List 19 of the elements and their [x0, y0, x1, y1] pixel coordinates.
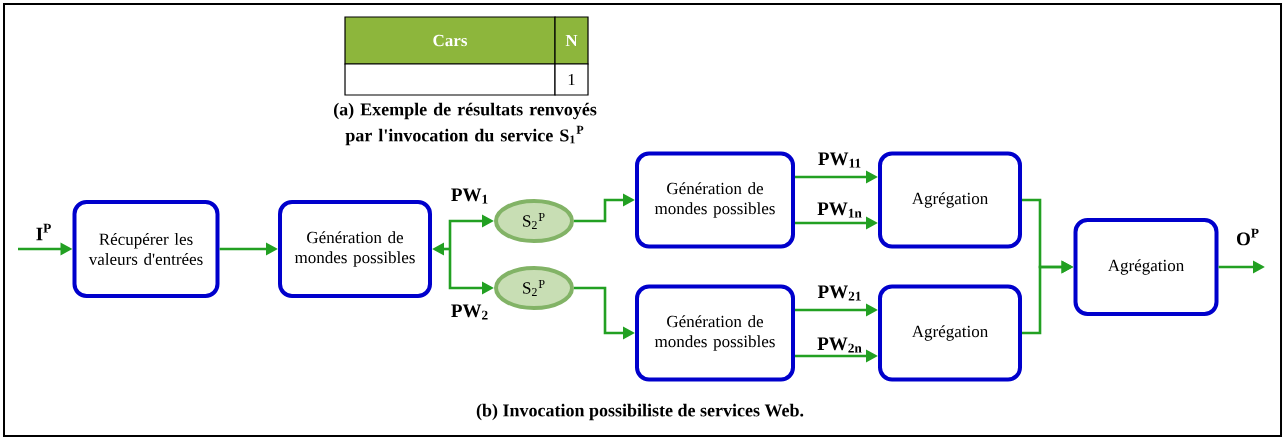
edge-label: PW$_{2}$ [451, 304, 488, 320]
process-box: Agrégation [878, 284, 1022, 382]
figure-caption: (b) Invocation possibiliste de services Web. [476, 403, 804, 421]
table-cell: 1 [554, 63, 589, 96]
subfigure-caption: (a) Exemple de résultats renvoyés par l'invocation du service S$_{1}$P [334, 102, 597, 146]
process-box: Agrégation [878, 151, 1022, 249]
edge-label: PW$_{21}$ [817, 285, 861, 301]
edge-label: I$^{P}$ [36, 223, 51, 241]
edge-label: PW$_{11}$ [818, 152, 861, 168]
edge-label: O$^{P}$ [1237, 228, 1259, 246]
edge-label: PW$_{1n}$ [817, 202, 862, 218]
process-box: Génération de mondes possibles [635, 284, 795, 382]
process-box: Génération de mondes possibles [635, 151, 795, 249]
edge-label: PW$_{2n}$ [817, 337, 862, 353]
process-box: Agrégation [1073, 218, 1219, 316]
edge-label: PW$_{1}$ [451, 188, 488, 204]
process-box: Génération de mondes possibles [278, 200, 432, 298]
process-box: Récupérer les valeurs d'entrées [72, 200, 220, 298]
table-header-cell: N [554, 16, 589, 65]
